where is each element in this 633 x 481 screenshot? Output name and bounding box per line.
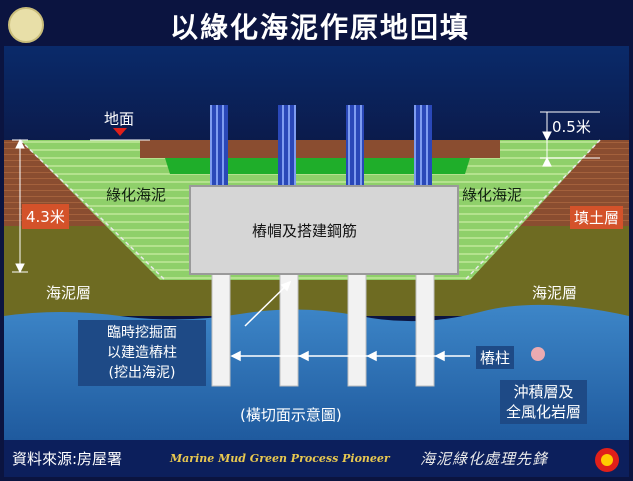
footer-source: 資料來源:房屋署	[12, 450, 123, 468]
bottom-layer-label: 沖積層及 全風化岩層	[500, 380, 588, 424]
footer-bar	[4, 440, 629, 477]
excavation-arrow	[244, 280, 292, 327]
pile-cap-label: 樁帽及搭建鋼筋	[252, 222, 358, 240]
logo-emblem	[8, 7, 44, 43]
depth-top-label: 0.5米	[552, 118, 591, 136]
temp-excavation-label: 臨時挖掘面 以建造樁柱 (挖出海泥)	[78, 320, 206, 386]
glow-dot	[531, 347, 545, 361]
temp-excavation-line-2: 以建造樁柱	[107, 345, 177, 361]
title-bar	[4, 4, 629, 46]
section-note: (橫切面示意圖)	[240, 406, 342, 424]
depth-dimension-left	[12, 138, 28, 274]
excavation-line-right	[464, 139, 601, 281]
green-mud-left-label: 綠化海泥	[106, 186, 167, 204]
fill-layer-label: 填土層	[570, 206, 624, 229]
depth-total-label: 4.3米	[22, 204, 69, 229]
footer-slogan-en: Marine Mud Green Process Pioneer	[170, 452, 390, 465]
pile-arrows	[230, 350, 470, 362]
bottom-layer-line-1: 沖積層及	[513, 383, 574, 401]
ground-marker	[113, 128, 127, 136]
sky-background	[4, 46, 629, 146]
temp-excavation-line-1: 臨時挖掘面	[107, 325, 177, 341]
pile-cap	[189, 185, 459, 275]
mud-layer-left-label: 海泥層	[46, 284, 92, 302]
excavation-line-left	[19, 139, 166, 281]
mud-layer-right-label: 海泥層	[532, 284, 578, 302]
depth-dimension-right	[540, 111, 600, 167]
footer-emblem-core	[601, 454, 613, 466]
green-mud-right-label: 綠化海泥	[462, 186, 523, 204]
piles-label: 樁柱	[476, 346, 515, 369]
bright-green-band	[165, 158, 470, 174]
ground-surface-label: 地面	[104, 110, 135, 128]
steel-bars	[210, 105, 432, 185]
footer-slogan-zh: 海泥綠化處理先鋒	[420, 450, 549, 468]
bottom-layer-line-2: 全風化岩層	[506, 403, 582, 421]
page-title: 以綠化海泥作原地回填	[170, 11, 471, 44]
temp-excavation-line-3: (挖出海泥)	[108, 365, 176, 381]
top-soil-strip	[140, 140, 500, 158]
